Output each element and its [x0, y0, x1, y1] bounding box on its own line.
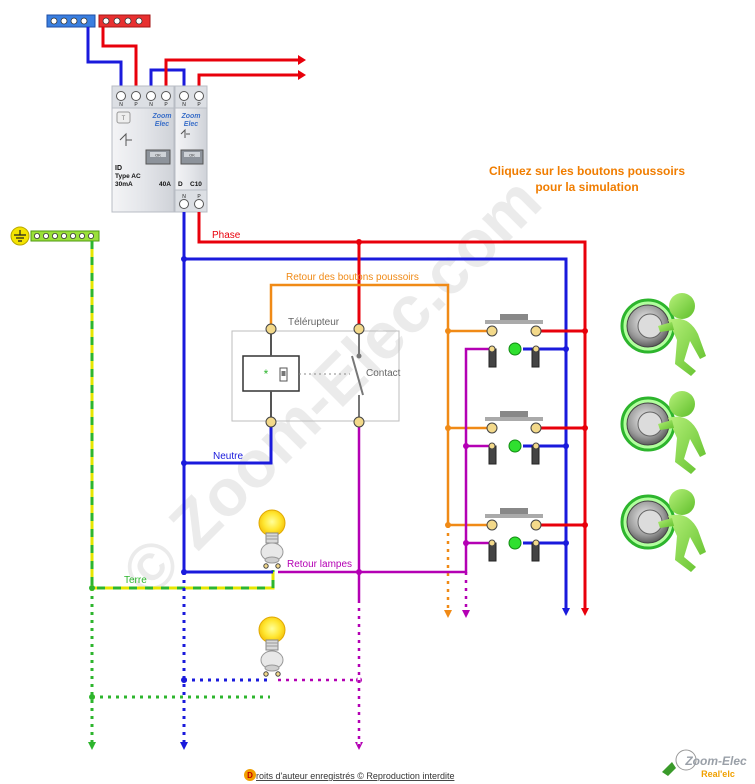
svg-text:30mA: 30mA	[115, 181, 133, 188]
phase-label: Phase	[212, 230, 241, 241]
svg-text:Elec: Elec	[155, 121, 170, 128]
svg-text:P: P	[134, 102, 138, 108]
push-button-symbol-3	[485, 508, 543, 562]
svg-text:40A: 40A	[159, 181, 171, 188]
contact-label: Contact	[366, 368, 401, 379]
lamp-1	[258, 509, 286, 569]
phase-terminal-block	[98, 14, 151, 28]
svg-text:Zoom: Zoom	[151, 113, 171, 120]
zoom-elec-logo: Zoom-Elec Real'elc	[662, 749, 747, 779]
remote-switch-label: Télérupteur	[288, 317, 340, 328]
phase-wires	[197, 212, 589, 616]
copyright-notice: D roits d'auteur enregistrés © Reproduct…	[244, 769, 454, 781]
svg-text:OK: OK	[189, 153, 195, 158]
differential-switch-id: N P N P T Zoom Elec OK ID Type AC 30mA 4…	[111, 85, 175, 213]
remote-switch: *	[231, 323, 400, 428]
svg-text:Type AC: Type AC	[115, 173, 141, 180]
svg-text:Real'elc: Real'elc	[701, 769, 735, 779]
circuit-breaker-c10: N P Zoom Elec OK D C10 N P	[174, 85, 208, 213]
earth-terminal-block	[10, 226, 100, 246]
lamp-2	[258, 616, 286, 677]
svg-text:N: N	[182, 102, 186, 108]
pushing-man-icon	[658, 391, 706, 474]
earth-label: Terre	[124, 575, 147, 586]
pushing-man-icon	[658, 293, 706, 376]
push-button-1[interactable]	[620, 293, 706, 376]
feed-wires	[86, 27, 306, 88]
svg-text:N: N	[149, 102, 153, 108]
push-button-2[interactable]	[620, 391, 706, 474]
svg-text:P: P	[197, 194, 201, 200]
svg-text:N: N	[119, 102, 123, 108]
neutral-label: Neutre	[213, 451, 243, 462]
svg-text:D: D	[247, 771, 253, 780]
svg-text:Zoom: Zoom	[180, 113, 200, 120]
svg-text:T: T	[122, 116, 126, 122]
svg-text:ID: ID	[115, 165, 122, 172]
push-button-3[interactable]	[620, 489, 706, 572]
instruction-line-1: Cliquez sur les boutons poussoirs	[489, 164, 685, 178]
button-return-wires	[269, 283, 492, 618]
svg-text:roits d'auteur enregistrés © R: roits d'auteur enregistrés © Reproductio…	[256, 771, 454, 781]
svg-text:N: N	[182, 194, 186, 200]
test-button	[116, 111, 131, 124]
svg-text:D: D	[178, 181, 183, 188]
svg-text:P: P	[197, 102, 201, 108]
svg-text:C10: C10	[190, 181, 202, 188]
instruction-line-2: pour la simulation	[535, 180, 638, 194]
neutral-terminal-block	[46, 14, 96, 28]
lamp-return-label: Retour lampes	[287, 559, 352, 570]
svg-text:P: P	[164, 102, 168, 108]
svg-text:OK: OK	[155, 153, 161, 158]
push-button-symbol-1	[485, 314, 543, 368]
neutral-wires	[180, 212, 570, 750]
push-button-symbol-2	[485, 411, 543, 465]
button-return-label: Retour des boutons poussoirs	[286, 272, 419, 283]
svg-text:Elec: Elec	[184, 121, 199, 128]
svg-text:Zoom-Elec: Zoom-Elec	[684, 754, 747, 768]
svg-text:*: *	[264, 367, 269, 381]
pushing-man-icon	[658, 489, 706, 572]
